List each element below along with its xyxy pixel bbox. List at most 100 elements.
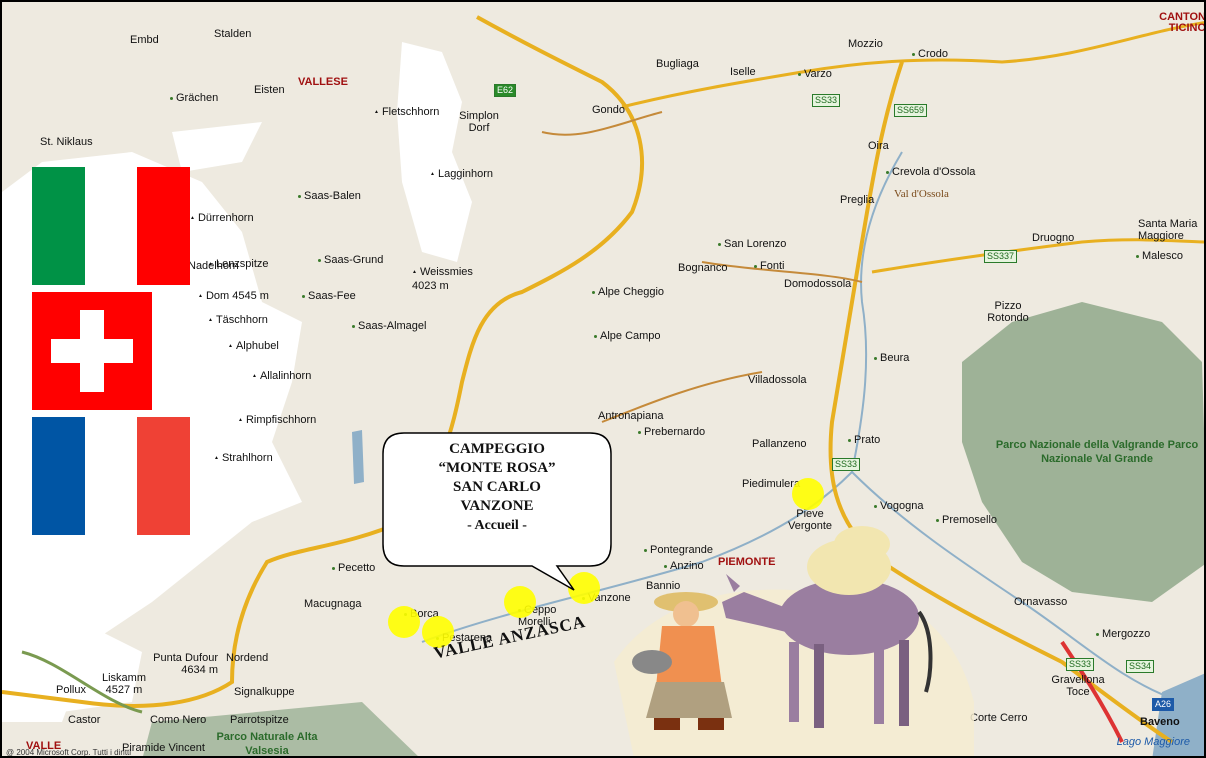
callout-line: “MONTE ROSA” — [438, 460, 556, 476]
valley-label: Val d'Ossola — [894, 188, 949, 200]
peak-label: Pizzo Rotondo — [987, 300, 1029, 324]
town-label: Castor — [68, 714, 101, 726]
region-label: VALLE — [26, 740, 62, 752]
town-label: Oira — [868, 140, 889, 152]
italy-flag[interactable] — [32, 167, 190, 285]
callout-shape — [382, 432, 612, 591]
peak-label: Strahlhorn — [214, 452, 273, 466]
town-label: Saas-Grund — [318, 254, 383, 266]
town-label: Pollux — [56, 684, 86, 696]
town-label: Anzino — [664, 560, 704, 572]
town-label: Alpe Campo — [594, 330, 661, 342]
town-label: Ceppo Morelli — [518, 604, 564, 628]
town-label: Crevola d'Ossola — [886, 166, 975, 178]
region-label: VALLESE — [298, 76, 348, 88]
france-flag[interactable] — [32, 417, 190, 535]
road-shield: E62 — [494, 84, 517, 97]
town-label: Piedimulera — [742, 478, 801, 490]
park-label: Parco Nazionale della Valgrande Parco Na… — [995, 439, 1199, 465]
peak-label: Täschhorn — [208, 314, 268, 328]
town-label: Ornavasso — [1014, 596, 1068, 608]
peak-label: Fletschhorn — [374, 106, 439, 120]
town-label: Vogogna — [874, 500, 923, 512]
peak-label: Dom 4545 m — [198, 290, 269, 304]
flag-band — [137, 167, 190, 285]
flag-band — [32, 417, 85, 535]
flag-band — [137, 417, 190, 535]
mule-prospector-illustration — [614, 526, 974, 756]
peak-label: Weissmies 4023 m — [412, 266, 473, 292]
town-label: Domodossola — [784, 278, 852, 290]
town-label: Pontegrande — [644, 544, 713, 556]
town-label: Baveno — [1140, 716, 1180, 728]
callout-accueil-link[interactable]: - Accueil - — [467, 518, 527, 533]
campsite-callout[interactable]: CAMPEGGIO “MONTE ROSA” SAN CARLO VANZONE… — [382, 432, 612, 591]
town-label: Malesco — [1136, 250, 1183, 262]
road-shield: SS33 — [812, 94, 841, 107]
town-label: Crodo — [912, 48, 948, 60]
road-shield: A26 — [1152, 698, 1175, 711]
town-label: San Lorenzo — [718, 238, 786, 250]
town-label: Gravellona Toce — [1051, 674, 1105, 698]
park-label: Parco Naturale Alta Valsesia — [216, 731, 318, 757]
town-label: Beura — [874, 352, 909, 364]
road-shield: SS33 — [832, 458, 861, 471]
peak-label: Allalinhorn — [252, 370, 311, 384]
town-label: Santa Maria Maggiore — [1138, 218, 1198, 242]
town-label: Villadossola — [748, 374, 807, 386]
town-label: Antronapiana — [598, 410, 664, 422]
town-label: Prebernardo — [638, 426, 705, 438]
highlight-borca[interactable] — [388, 606, 420, 638]
town-label: Stalden — [214, 28, 252, 40]
town-label: Premosello — [936, 514, 997, 526]
flag-band — [85, 417, 137, 535]
town-label: Pieve Vergonte — [787, 508, 833, 532]
peak-label: Nadelhorn — [188, 260, 239, 272]
town-label: Bugliaga — [656, 58, 699, 70]
peak-label: Rimpfischhorn — [238, 414, 316, 428]
copyright: @ 2004 Microsoft Corp. Tutti i diritti — [6, 748, 132, 757]
town-label: Embd — [130, 34, 159, 46]
callout-line: VANZONE — [460, 498, 534, 514]
town-label: Preglia — [840, 194, 875, 206]
peak-label: Nordend — [226, 652, 269, 664]
switzerland-flag[interactable] — [32, 292, 152, 410]
town-label: Saas-Fee — [302, 290, 356, 302]
road-shield: SS34 — [1126, 660, 1155, 673]
town-label: Gondo — [592, 104, 626, 116]
road-shield: SS659 — [894, 104, 928, 117]
swiss-cross — [51, 339, 133, 363]
flag-band — [85, 167, 137, 285]
town-label: Vanzone — [582, 592, 631, 604]
peak-label: Lagginhorn — [430, 168, 493, 182]
town-label: St. Niklaus — [40, 136, 93, 148]
highlight-piedimulera[interactable] — [792, 478, 824, 510]
peak-label: Dürrenhorn — [190, 212, 254, 226]
town-label: Varzo — [798, 68, 832, 80]
town-label: Signalkuppe — [234, 686, 295, 698]
region-label: CANTON TICINO — [1159, 11, 1206, 34]
road-shield: SS337 — [984, 250, 1018, 263]
town-label: Simplon Dorf — [459, 110, 499, 134]
region-label: PIEMONTE — [718, 556, 776, 568]
flag-band — [32, 167, 85, 285]
town-label: Como Nero — [150, 714, 207, 726]
highlight-ceppo-morelli[interactable] — [504, 586, 536, 618]
town-label: Piramide Vincent — [122, 742, 205, 754]
town-label: Pestarena — [436, 632, 492, 644]
callout-line: CAMPEGGIO — [449, 441, 545, 457]
town-label: Mozzio — [848, 38, 883, 50]
town-label: Macugnaga — [304, 598, 362, 610]
highlight-pestarena[interactable] — [422, 616, 454, 648]
town-label: Prato — [848, 434, 880, 446]
town-label: Pallanzeno — [752, 438, 807, 450]
road-shield: SS33 — [1066, 658, 1095, 671]
town-label: Iselle — [730, 66, 756, 78]
town-label: Fonti — [754, 260, 784, 272]
town-label: Saas-Balen — [298, 190, 361, 202]
peak-label: Punta Dufour 4634 m — [153, 652, 218, 676]
town-label: Saas-Almagel — [352, 320, 426, 332]
town-label: Bognanco — [678, 262, 728, 274]
town-label: Mergozzo — [1096, 628, 1150, 640]
